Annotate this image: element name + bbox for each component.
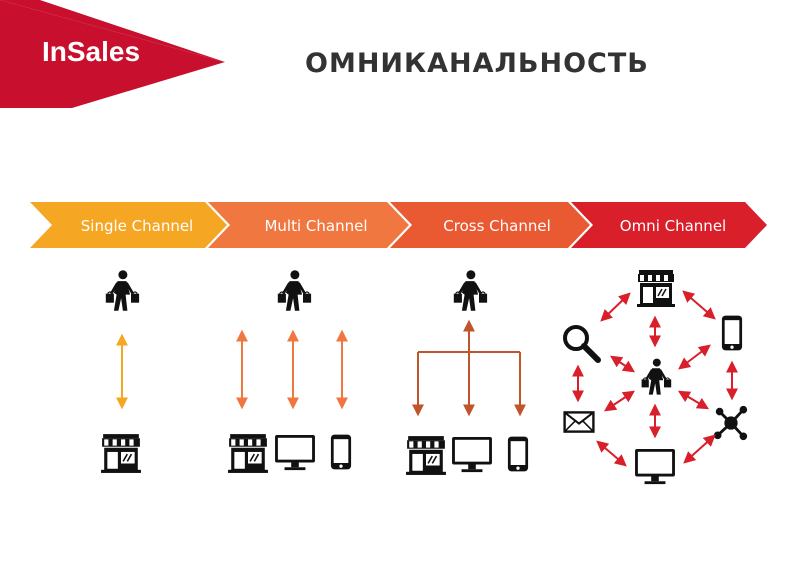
- stage-label-omni: Omni Channel: [620, 217, 726, 235]
- search-icon: [565, 327, 598, 360]
- logo[interactable]: InSales: [0, 0, 225, 108]
- store-icon: [227, 433, 269, 474]
- monitor-icon: [275, 434, 315, 471]
- stage-chevron-multi: [208, 202, 409, 248]
- store-icon: [405, 435, 447, 476]
- link-arrow: [604, 390, 635, 412]
- mail-icon: [563, 411, 595, 433]
- stage-chevron-cross: [390, 202, 590, 248]
- store-icon: [100, 433, 142, 474]
- link-arrow: [683, 434, 716, 464]
- omni-links: [572, 290, 738, 467]
- multi-channel-panel: [227, 268, 352, 474]
- shopper-icon: [104, 268, 140, 313]
- link-arrow: [596, 440, 627, 467]
- cross-channel-panel: [405, 268, 529, 476]
- stage-chevron-single: [30, 202, 227, 248]
- link-arrow: [610, 355, 635, 373]
- shopper-icon: [276, 268, 312, 313]
- omni-channel-panel: [563, 269, 749, 485]
- link-arrow: [677, 390, 710, 410]
- stage-chevron-omni: [571, 202, 767, 248]
- stage-chevrons: Single Channel Multi Channel Cross Chann…: [30, 202, 767, 248]
- phone-icon: [507, 436, 529, 472]
- monitor-icon: [635, 448, 675, 485]
- stage-label-single: Single Channel: [81, 217, 193, 235]
- shopper-icon: [452, 268, 488, 313]
- social-network-icon: [712, 404, 749, 442]
- single-channel-panel: [100, 268, 142, 474]
- store-icon: [636, 269, 676, 308]
- phone-icon: [721, 315, 743, 351]
- page-title: ОМНИКАНАЛЬНОСТЬ: [305, 48, 649, 79]
- stage-label-cross: Cross Channel: [443, 217, 550, 235]
- logo-banner: [0, 0, 225, 108]
- link-arrow: [682, 290, 716, 320]
- stage-label-multi: Multi Channel: [264, 217, 367, 235]
- link-arrow: [678, 344, 711, 370]
- phone-icon: [330, 434, 352, 470]
- monitor-icon: [452, 436, 492, 473]
- link-arrow: [600, 292, 631, 322]
- logo-text: InSales: [42, 36, 140, 67]
- shopper-icon: [640, 357, 672, 396]
